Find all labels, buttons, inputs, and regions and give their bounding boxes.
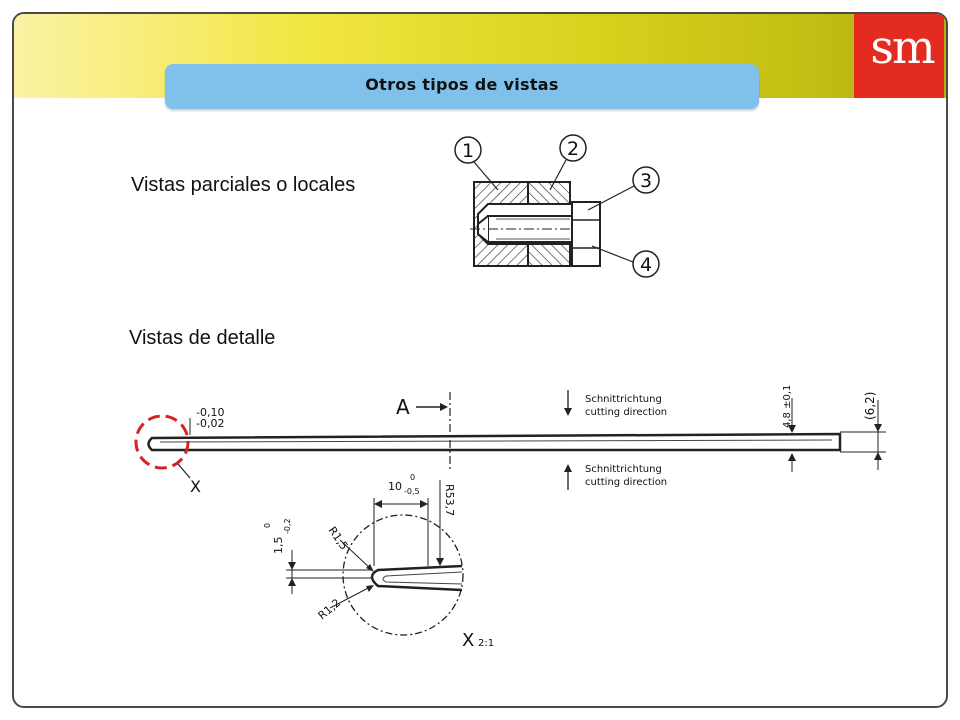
callout-4: 4 [591, 245, 660, 278]
dimension-radius-12: R1,2 [316, 585, 374, 622]
callout-2: 2 [549, 134, 587, 191]
svg-text:R53,7: R53,7 [443, 484, 456, 516]
bolt-head [571, 201, 601, 267]
detail-view-drawing: X -0,10 -0,02 A Schnittrichtung cutting … [134, 385, 886, 650]
dimension-height: 1,5 0 -0,2 [263, 518, 372, 594]
svg-text:Schnittrichtung: Schnittrichtung [585, 394, 662, 405]
svg-text:Schnittrichtung: Schnittrichtung [585, 464, 662, 475]
svg-text:2: 2 [567, 138, 579, 160]
svg-text:cutting direction: cutting direction [585, 407, 667, 418]
callout-1: 1 [454, 136, 499, 191]
detail-view-label: X [462, 630, 474, 650]
detail-view-circle [342, 514, 464, 636]
detail-x-label: X [190, 477, 201, 496]
detail-x-leader [177, 463, 191, 479]
svg-text:R1,5: R1,5 [326, 524, 351, 552]
svg-text:4,8 ±0,1: 4,8 ±0,1 [782, 385, 793, 428]
slide-title: Otros tipos de vistas [365, 75, 559, 94]
sm-logo: sm [854, 14, 946, 98]
label-partial-views: Vistas parciales o locales [131, 174, 356, 196]
cutting-direction-bottom: Schnittrichtung cutting direction [564, 464, 667, 490]
svg-text:(6,2): (6,2) [863, 392, 877, 420]
dimension-length: 10 0 -0,5 [373, 473, 429, 566]
dimension-reference: (6,2) [840, 392, 886, 470]
svg-text:0: 0 [410, 473, 415, 482]
dimension-radius-large: R53,7 [436, 480, 456, 566]
svg-text:1,5: 1,5 [272, 537, 285, 555]
label-detail-views: Vistas de detalle [129, 327, 276, 349]
detail-blade-inner [382, 571, 463, 585]
svg-text:R1,2: R1,2 [316, 596, 344, 622]
partial-view-drawing: 1 2 3 4 [454, 134, 660, 278]
logo-text: sm [870, 20, 935, 74]
tolerance-upper: -0,10 [196, 406, 224, 419]
svg-text:1: 1 [462, 140, 474, 162]
svg-text:0: 0 [263, 523, 272, 528]
tolerance-lower: -0,02 [196, 417, 224, 430]
svg-text:-0,2: -0,2 [283, 518, 292, 534]
dimension-thickness: 4,8 ±0,1 [782, 385, 796, 472]
callout-3: 3 [587, 166, 660, 211]
svg-text:cutting direction: cutting direction [585, 477, 667, 488]
detail-view-scale: 2:1 [478, 638, 494, 649]
svg-text:-0,5: -0,5 [404, 487, 420, 496]
svg-text:4: 4 [640, 254, 652, 276]
blade-inner-line [159, 439, 833, 443]
svg-text:3: 3 [640, 170, 652, 192]
detail-blade-profile [370, 564, 463, 592]
title-banner: Otros tipos de vistas [165, 64, 759, 109]
logo-side-bar [944, 14, 946, 98]
slide-frame: Otros tipos de vistas sm [12, 12, 948, 708]
section-marker-a: A [396, 395, 410, 419]
part-2-hatch [527, 181, 571, 267]
detail-circle-x [134, 414, 190, 470]
cutting-direction-top: Schnittrichtung cutting direction [564, 390, 667, 418]
blade-outline [147, 432, 842, 452]
svg-text:10: 10 [388, 480, 402, 493]
